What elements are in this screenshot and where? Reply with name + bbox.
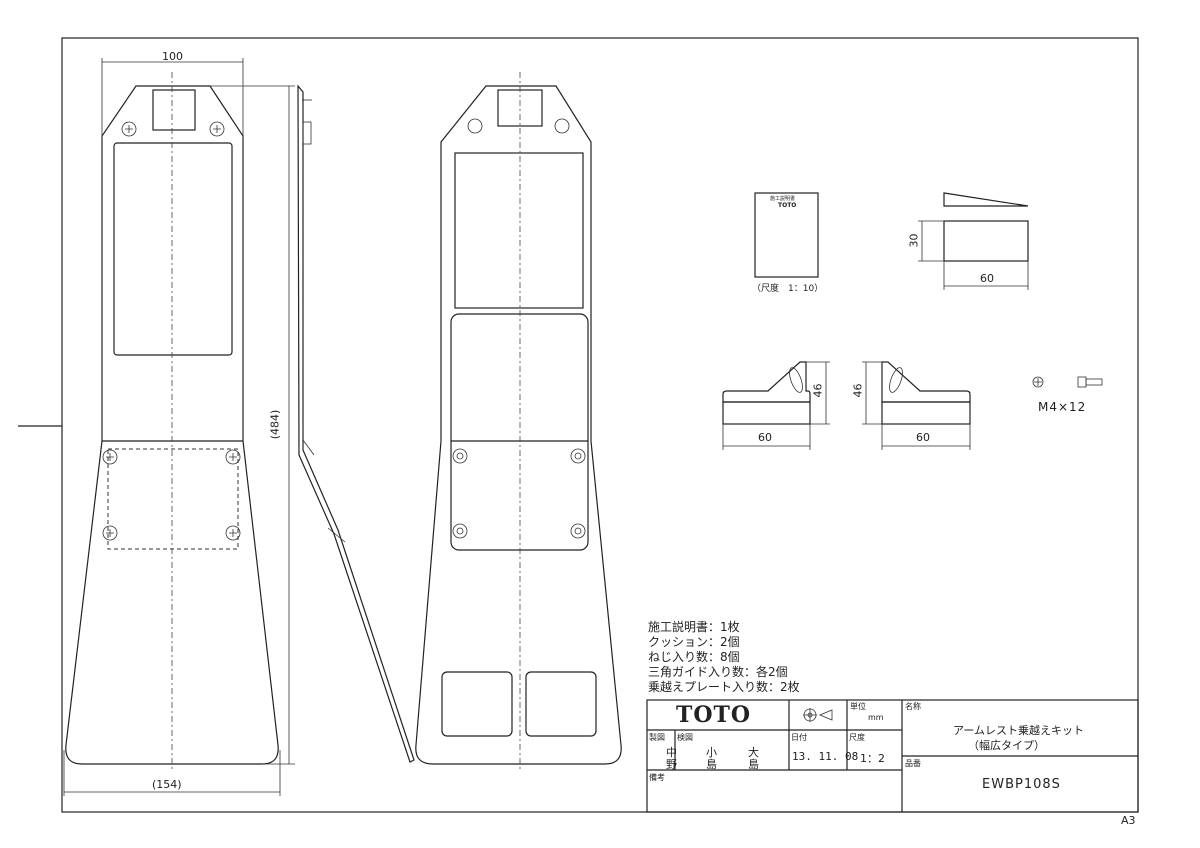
triangle-guide-right bbox=[862, 361, 971, 450]
checked-name-3: 大 bbox=[748, 746, 759, 759]
unit-value: mm bbox=[868, 713, 884, 722]
side-view bbox=[297, 84, 415, 763]
sheet-size: A3 bbox=[1121, 814, 1136, 827]
drawn-name-2: 野 bbox=[666, 758, 677, 771]
part-number: EWBP108S bbox=[982, 777, 1061, 792]
parts-list: 施工説明書：1枚 クッション：2個 ねじ入り数：8個 三角ガイド入り数：各2個 … bbox=[648, 620, 800, 695]
instruction-sheet-scale: （尺度 1：10） bbox=[752, 284, 824, 294]
projection-symbol-icon bbox=[803, 708, 833, 722]
unit-label: 単位 bbox=[850, 702, 866, 711]
sheet-border bbox=[61, 37, 1139, 813]
checked-label: 検図 bbox=[677, 733, 693, 742]
cushion-views bbox=[918, 192, 1029, 290]
remarks-label: 備考 bbox=[649, 773, 665, 782]
product-name: アームレスト乗越えキット bbox=[953, 724, 1085, 737]
checked-name-2: 島 bbox=[706, 758, 717, 771]
part-number-label: 品番 bbox=[905, 759, 921, 768]
instruction-sheet-title: 施工説明書 bbox=[770, 196, 796, 202]
dim-guide-right-height: 46 bbox=[851, 383, 865, 398]
instruction-sheet bbox=[754, 192, 819, 278]
screw-label: M4×12 bbox=[1038, 400, 1087, 414]
screw-icon bbox=[1032, 376, 1103, 388]
drawn-name-1: 中 bbox=[666, 746, 677, 759]
instruction-sheet-brand: TOTO bbox=[778, 202, 797, 209]
scale-label: 尺度 bbox=[849, 733, 865, 742]
dim-wedge-width: 60 bbox=[980, 272, 994, 285]
triangle-guide-left bbox=[722, 361, 830, 450]
title-block bbox=[646, 699, 1139, 813]
parts-list-item: 乗越えプレート入り数：2枚 bbox=[648, 680, 800, 694]
dim-guide-left-width: 60 bbox=[758, 431, 772, 444]
product-name-variant: （幅広タイプ） bbox=[968, 739, 1045, 752]
front-view bbox=[63, 58, 295, 796]
dim-height: (484) bbox=[268, 409, 282, 440]
date-label: 日付 bbox=[791, 733, 807, 742]
dim-wedge-height: 30 bbox=[907, 233, 921, 248]
parts-list-item: クッション：2個 bbox=[648, 635, 740, 649]
brand-logo: TOTO bbox=[676, 702, 752, 728]
dim-guide-right-width: 60 bbox=[916, 431, 930, 444]
dim-top-width: 100 bbox=[162, 50, 183, 63]
drawn-label: 製図 bbox=[649, 733, 665, 742]
name-label: 名称 bbox=[905, 702, 921, 711]
parts-list-item: ねじ入り数：8個 bbox=[648, 650, 740, 664]
dim-bottom-width: (154) bbox=[152, 778, 182, 791]
date-value: 13. 11. 08 bbox=[792, 750, 859, 763]
checked-name-1: 小 bbox=[706, 746, 717, 759]
checked-name-4: 島 bbox=[748, 758, 759, 771]
back-view bbox=[415, 72, 622, 770]
parts-list-item: 三角ガイド入り数：各2個 bbox=[648, 665, 788, 679]
dim-guide-left-height: 46 bbox=[811, 383, 825, 398]
scale-value: 1：2 bbox=[860, 752, 885, 765]
parts-list-item: 施工説明書：1枚 bbox=[648, 620, 740, 634]
